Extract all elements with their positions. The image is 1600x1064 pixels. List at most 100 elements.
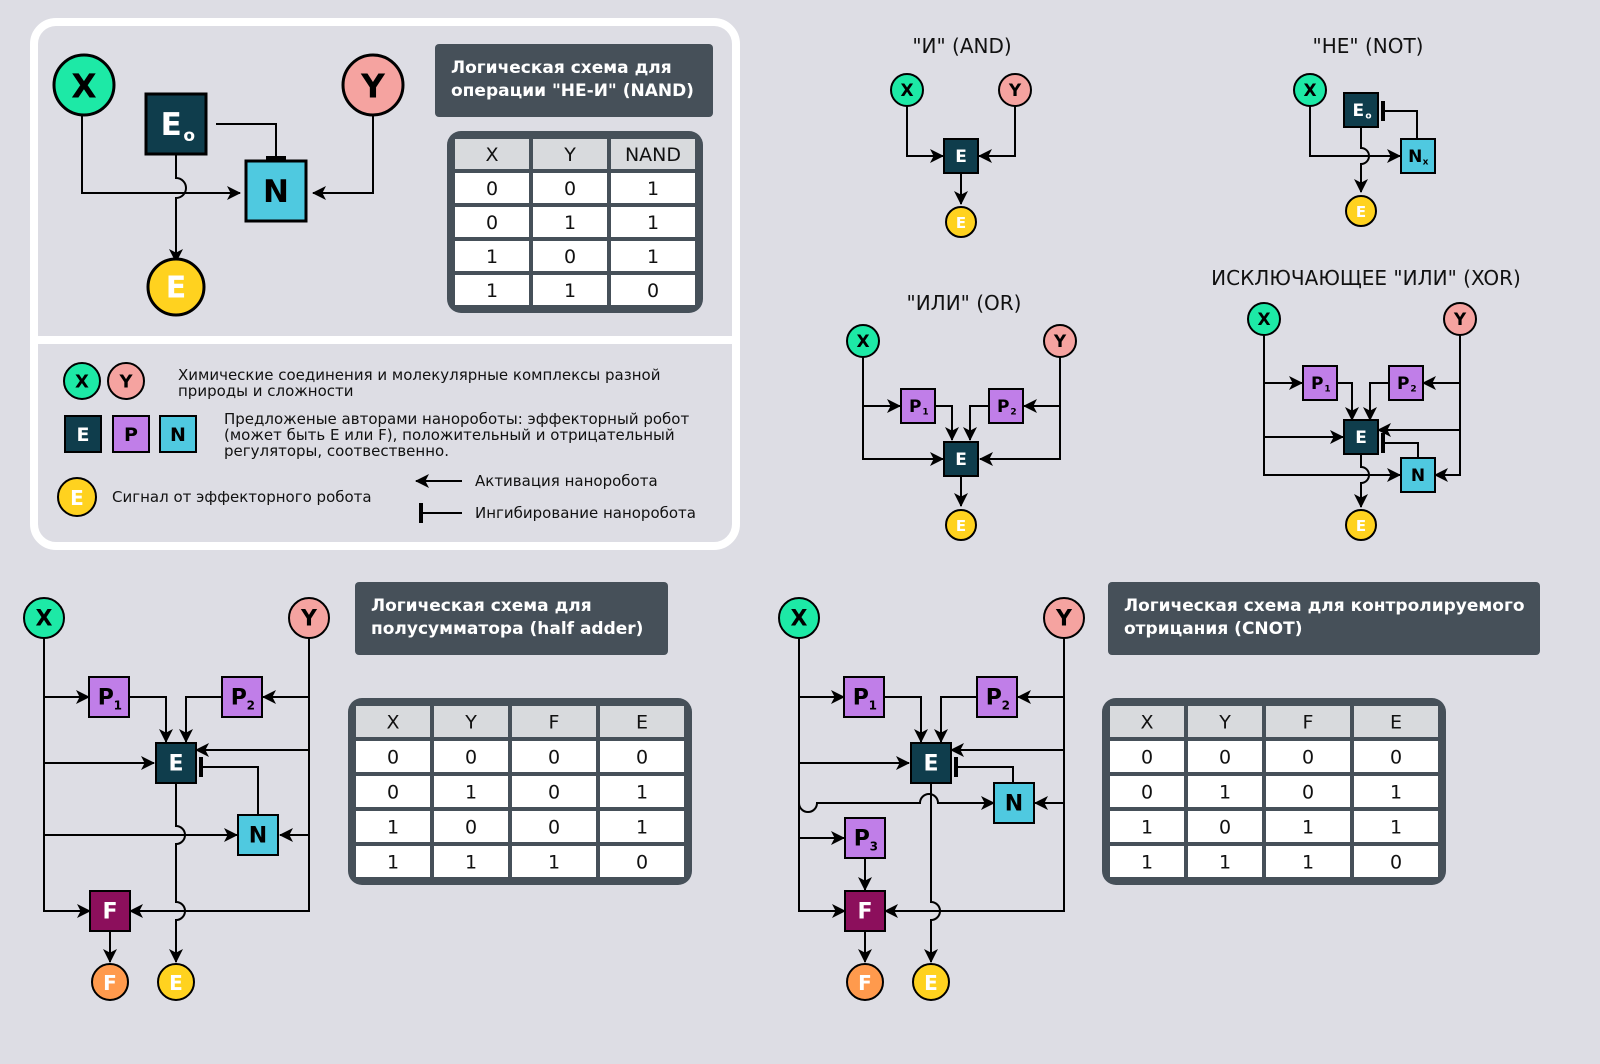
- not-x-node-shape: [1293, 73, 1327, 107]
- table-cell-text: 0: [1390, 747, 1402, 769]
- wire: [1434, 335, 1461, 482]
- table-cell-text: 0: [564, 178, 576, 200]
- nand-e0-robot-shape: [144, 92, 208, 156]
- wire: [129, 637, 310, 918]
- legend-n-robot-shape: [159, 415, 197, 453]
- cnot-e-signal: E: [912, 963, 950, 1001]
- half-adder-e-signal-shape: [157, 963, 195, 1001]
- table-cell-text: 0: [647, 280, 659, 302]
- cnot-f-robot-label: F: [857, 900, 872, 925]
- table-cell-text: 1: [636, 782, 648, 804]
- table-cell-text: 1: [564, 212, 576, 234]
- table-header-cell: [533, 139, 607, 169]
- table-cell-text: 0: [1219, 817, 1231, 839]
- wire: [979, 357, 1061, 466]
- table-cell-text: 0: [564, 246, 576, 268]
- table-cell-text: 1: [486, 280, 498, 302]
- table-cell: [1188, 776, 1262, 807]
- table-header-text: Y: [1218, 712, 1231, 734]
- legend-compounds-text: Химические соединения и молекулярные ком…: [178, 366, 660, 384]
- legend-e-robot: E: [64, 415, 102, 453]
- nand-x-node-shape: [52, 53, 116, 117]
- cnot-p1-robot-subscript: 1: [869, 698, 877, 712]
- table-cell-text: 1: [647, 178, 659, 200]
- half-adder-f-robot-label: F: [102, 900, 117, 925]
- half-adder-e-signal: E: [157, 963, 195, 1001]
- table-cell: [533, 173, 607, 203]
- wire: [963, 405, 988, 441]
- half-adder-f-robot: F: [89, 890, 131, 932]
- and-y-node-label: Y: [1008, 81, 1022, 101]
- nand-legend-frame: [30, 18, 740, 550]
- or-p2-robot-label: P: [997, 397, 1009, 417]
- wire: [978, 105, 1016, 163]
- xor-e-robot: E: [1343, 419, 1379, 455]
- table-header-cell: [455, 139, 529, 169]
- cnot-f-signal: F: [846, 963, 884, 1001]
- wire: [1363, 382, 1389, 421]
- or-gate-title: "ИЛИ" (OR): [907, 291, 1022, 315]
- or-e-robot-label: E: [955, 450, 967, 470]
- wire: [216, 123, 286, 160]
- xor-e-robot-label: E: [1355, 428, 1367, 448]
- table-header-text: X: [485, 144, 498, 166]
- wire: [169, 784, 186, 963]
- nand-y-node: Y: [341, 53, 405, 117]
- wire: [934, 696, 977, 743]
- table-cell: [434, 776, 508, 807]
- table-cell-text: 1: [647, 246, 659, 268]
- legend-n-robot: N: [159, 415, 197, 453]
- and-e-signal-label: E: [956, 214, 966, 232]
- table-cell-text: 0: [465, 817, 477, 839]
- table-cell-text: 0: [548, 817, 560, 839]
- table-cell-text: 1: [1219, 782, 1231, 804]
- table-cell: [611, 207, 695, 237]
- table-cell: [1110, 776, 1184, 807]
- legend-p-robot-shape: [112, 415, 150, 453]
- table-header-cell: [1188, 706, 1262, 737]
- table-cell-text: 1: [1302, 817, 1314, 839]
- table-header-cell: [356, 706, 430, 737]
- table-cell-text: 1: [636, 817, 648, 839]
- legend-robots-text: Предложеные авторами нанороботы: эффекто…: [224, 410, 689, 428]
- not-e-signal-label: E: [1356, 203, 1366, 221]
- cnot-title-panel: Логическая схема для контролируемогоотри…: [1108, 582, 1540, 655]
- nand-e0-robot-subscript: o: [183, 126, 195, 146]
- legend-y-node-shape: [107, 362, 145, 400]
- nand-x-node-label: X: [71, 67, 96, 106]
- half-adder-f-signal-shape: [91, 963, 129, 1001]
- table-cell: [1354, 741, 1438, 772]
- and-e-robot-label: E: [955, 147, 967, 167]
- wire: [954, 757, 1014, 784]
- table-cell: [1110, 811, 1184, 842]
- legend-e-robot-shape: [64, 415, 102, 453]
- wire: [906, 105, 944, 163]
- xor-e-signal: E: [1345, 509, 1377, 541]
- xor-x-node-label: X: [1257, 310, 1270, 330]
- and-e-signal-shape: [945, 206, 977, 238]
- table-cell: [533, 207, 607, 237]
- table-cell-text: 0: [1302, 782, 1314, 804]
- xor-n-robot-label: N: [1411, 466, 1425, 486]
- xor-x-node: X: [1247, 302, 1281, 336]
- nand-n-robot-shape: [244, 159, 308, 223]
- table-cell: [1266, 776, 1350, 807]
- wire: [1381, 433, 1419, 458]
- half-adder-title-panel-bg: [355, 582, 668, 655]
- cnot-e-signal-label: E: [924, 971, 938, 995]
- or-e-robot-shape: [943, 441, 979, 477]
- or-e-robot: E: [943, 441, 979, 477]
- table-cell: [512, 741, 596, 772]
- cnot-f-robot: F: [844, 890, 886, 932]
- half-adder-e-robot: E: [155, 742, 197, 784]
- cnot-p3-robot-label: P: [854, 827, 870, 852]
- cnot-n-robot: N: [993, 782, 1035, 824]
